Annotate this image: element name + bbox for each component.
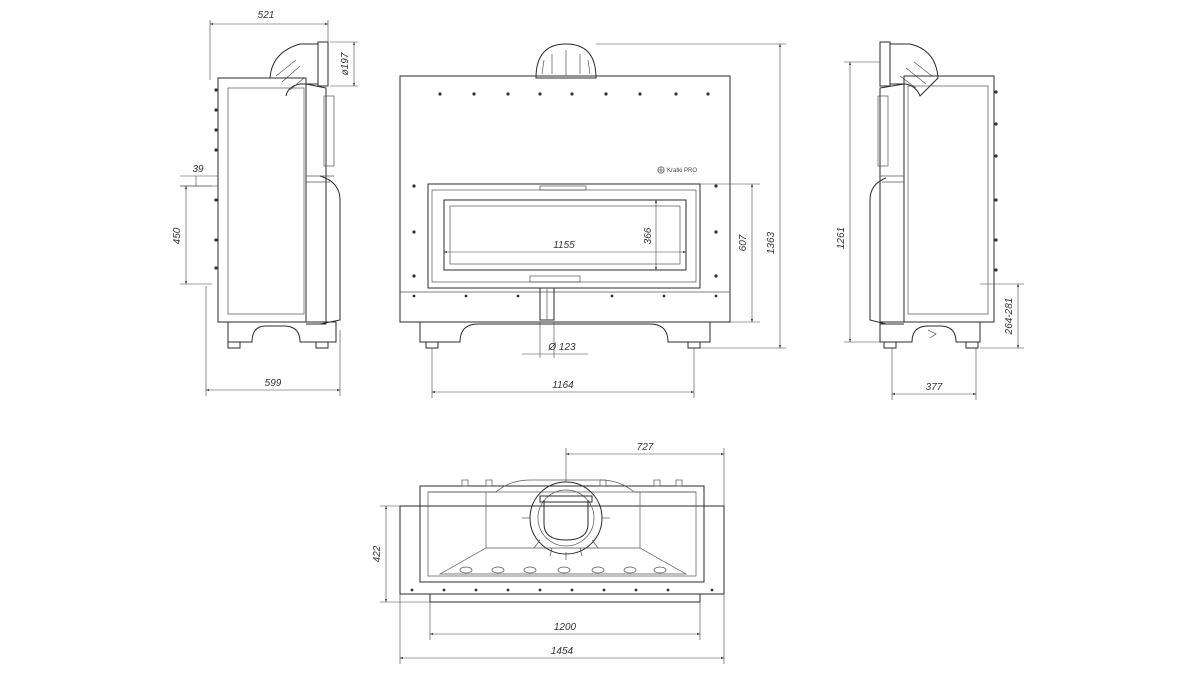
dim-height-right: 1261 — [836, 227, 847, 249]
brand-logo: Kratki PRO — [657, 166, 697, 174]
dim-air-inlet-height: 450 — [172, 227, 183, 244]
side-view-right: 1261 264-281 377 — [836, 41, 1024, 400]
dim-depth-left: 599 — [265, 378, 282, 389]
dim-glass-width: 1155 — [553, 240, 575, 251]
dim-air-inlet-offset: 39 — [192, 164, 204, 175]
dim-flue-diameter: ø197 — [340, 52, 351, 75]
dim-inner-width: 1200 — [554, 622, 577, 633]
front-view: Kratki PRO 1155 366 607 1363 — [399, 43, 786, 398]
dim-total-height: 1363 — [766, 231, 777, 254]
side-view-left: 521 ø197 39 450 599 — [172, 10, 358, 396]
dim-leg-range: 264-281 — [1004, 298, 1015, 336]
dim-depth-top: 422 — [372, 545, 383, 562]
dim-flue-offset-top: 727 — [637, 442, 654, 453]
dim-glass-height: 366 — [643, 227, 654, 244]
dim-base-width: 1164 — [552, 380, 574, 391]
dim-frame-height: 607 — [738, 234, 749, 251]
brand-label: Kratki PRO — [667, 168, 697, 174]
dim-air-duct-diameter: Ø 123 — [547, 342, 576, 353]
dim-flue-offset-left: 521 — [258, 10, 275, 21]
dim-total-width: 1454 — [551, 646, 574, 657]
dim-base-depth: 377 — [926, 382, 943, 393]
top-view: 727 422 1200 1454 — [372, 442, 725, 664]
